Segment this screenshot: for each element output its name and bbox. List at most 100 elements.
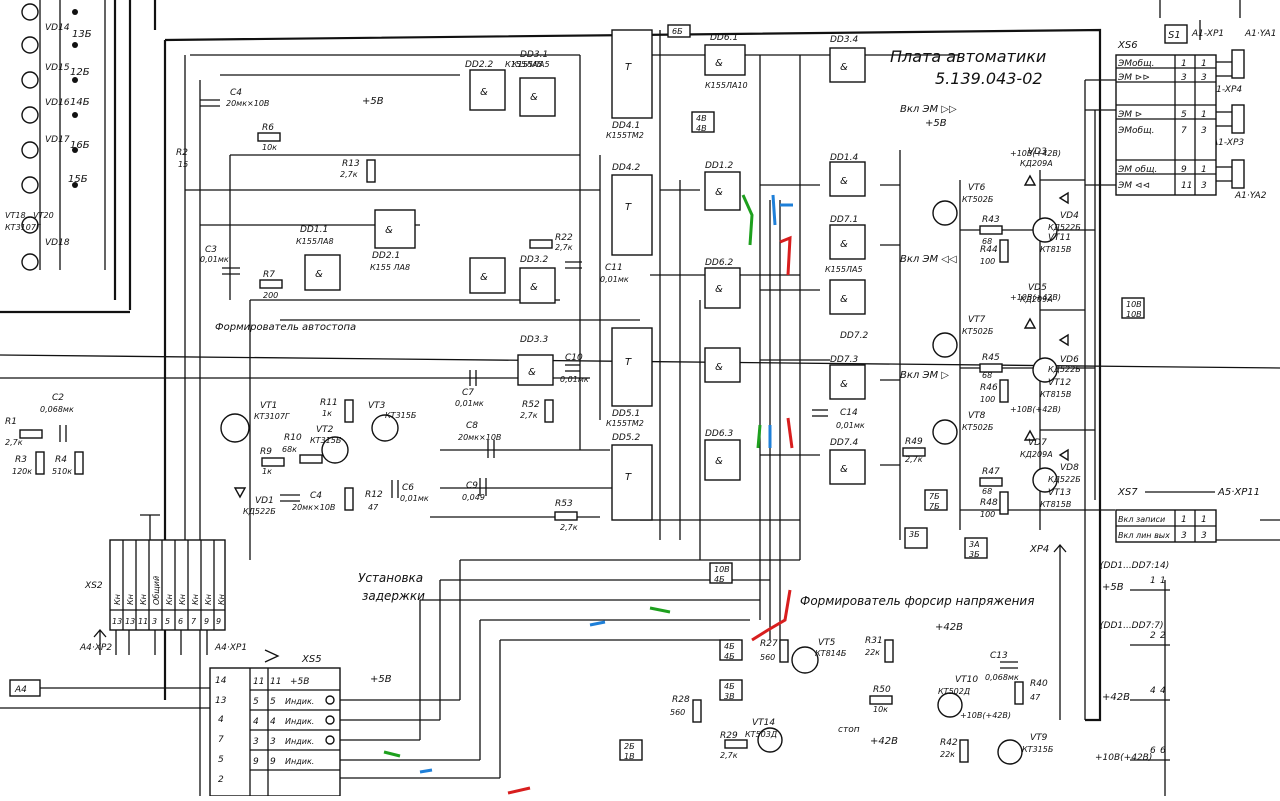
red-mark — [779, 235, 792, 276]
left-led-strip: VD14 VD15 VD16 VD17 VD18 13Б 12Б 14Б 16Б… — [5, 0, 106, 271]
xs7-row-1-label: Вкл лин вых — [1118, 531, 1170, 540]
svg-text:7: 7 — [218, 735, 224, 745]
r3-id: R3 — [15, 455, 27, 465]
vt13-id: VT13 — [1048, 488, 1071, 498]
resistors: R6 10к R2 15 R13 2,7к R7 200 R1 2,7к R3 … — [5, 123, 1048, 763]
xs2-pin-0: 13 — [112, 617, 122, 626]
xs5-row-3-b: 3 — [270, 737, 276, 747]
r7-value: 200 — [263, 291, 278, 300]
vd8-id: VD8 — [1060, 463, 1079, 473]
zaderzhki-label: задержки — [362, 589, 425, 603]
svg-text:&: & — [715, 284, 723, 295]
dd7-3-id: DD7.3 — [830, 355, 858, 365]
xs2-connector: XS2 A4·XP2 13 13 11 3 5 6 7 9 9 Кн Кн Кн… — [79, 514, 226, 655]
tag-7: 2Б — [624, 742, 635, 751]
r48-value: 100 — [980, 510, 995, 519]
c11-value: 0,01мк — [600, 275, 629, 284]
green-mark — [649, 606, 671, 614]
r43-id: R43 — [982, 215, 1000, 225]
xs5-connector: XS5 A4·XP1 14 13 4 7 5 2 11 11 +5В 5 5 И… — [0, 643, 341, 797]
dd3-1-type: К155ЛА5 — [512, 60, 550, 69]
c6-id: C6 — [402, 483, 414, 493]
ustanovka-label: Установка — [358, 571, 423, 585]
svg-text:&: & — [315, 269, 323, 280]
r28-value: 560 — [670, 708, 685, 717]
dd2-2-type: К155ЛА5 — [505, 60, 543, 69]
dd6-3-box — [704, 439, 741, 481]
strip-label-1: 12Б — [70, 67, 90, 78]
xs2-pin-1: 13 — [125, 617, 135, 626]
dd1-1-id: DD1.1 — [300, 225, 328, 235]
vkl-em-3: Вкл ЭМ ▷ — [900, 370, 949, 381]
svg-text:&: & — [840, 239, 848, 250]
r45-id: R45 — [982, 353, 1000, 363]
c3-id: C3 — [205, 245, 217, 255]
a1xp1-label: A1-XP1 — [1191, 29, 1224, 39]
vd6-type: КД522Б — [1048, 365, 1081, 374]
dd2-1-type: К155 ЛА8 — [370, 263, 410, 272]
tag-9: 4Б — [724, 642, 735, 651]
blue-mark — [419, 768, 433, 774]
a1xp3-label: A1-XP3 — [1211, 138, 1244, 148]
c7-value: 0,01мк — [455, 399, 484, 408]
vd7-type: КД209А — [1020, 450, 1053, 459]
vd3-type: КД209А — [1020, 159, 1053, 168]
r46-value: 100 — [980, 395, 995, 404]
tag-boxes: 6Б 4В 4В 10В 10В 7Б 7Б 3А 3Б 2Б 1В 4Б 4Б… — [619, 24, 1145, 761]
r4-id: R4 — [55, 455, 67, 465]
vt8-id: VT8 — [968, 411, 986, 421]
plus10v-mid: +10В(+42В) — [1010, 293, 1061, 302]
svg-text:&: & — [385, 225, 393, 236]
vd6-id: VD6 — [1060, 355, 1079, 365]
green-mark — [383, 750, 401, 758]
r49-value: 2,7к — [905, 455, 923, 464]
xs6-row-4-a: 9 — [1181, 165, 1187, 175]
r1-id: R1 — [5, 417, 17, 427]
xs5-name: XS5 — [301, 654, 322, 665]
tag-16: 4Б — [714, 575, 725, 584]
svg-text:&: & — [715, 362, 723, 373]
dd5-1-type: К155ТМ2 — [606, 419, 644, 428]
xs5-row-3-a: 3 — [253, 737, 259, 747]
svg-text:&: & — [715, 58, 723, 69]
c4-value: 20мк×10В — [292, 503, 335, 512]
dd3-2-id: DD3.2 — [520, 255, 548, 265]
xs6-row-1-a: 3 — [1181, 73, 1187, 83]
xs2-label-5: Кн — [178, 594, 187, 605]
title-line-1: Плата автоматики — [890, 47, 1046, 66]
dd3-4-id: DD3.4 — [830, 35, 858, 45]
xs5-row-1-a: 5 — [253, 697, 259, 707]
strip-label-4: 15Б — [68, 174, 88, 185]
a5xp11-label: A5·XP11 — [1217, 487, 1260, 498]
dd7-3-box — [829, 364, 866, 400]
vt9-id: VT9 — [1030, 733, 1048, 743]
c7-id: C7 — [462, 388, 474, 398]
red-mark — [786, 417, 794, 449]
dd4-1-id: DD4.1 — [612, 121, 640, 131]
xs6-row-2-a: 5 — [1181, 110, 1187, 120]
dd3-2-box — [519, 267, 556, 304]
rail-plus10v: +10В(+42В) — [1095, 753, 1152, 763]
vt18-20-label: VT18...VT20 — [5, 211, 54, 220]
svg-text:&: & — [528, 367, 536, 378]
svg-text:&: & — [840, 176, 848, 187]
r11-value: 1к — [322, 409, 332, 418]
dd-pwr-14: (DD1...DD7:14) — [1100, 561, 1169, 571]
vt14-type: КТ503Д — [745, 730, 777, 739]
xs6-row-0-label: ЭМобщ. — [1117, 59, 1154, 69]
xs2-pin-3: 3 — [152, 617, 157, 626]
xs6-row-5-a: 11 — [1181, 181, 1192, 191]
vt2-id: VT2 — [316, 425, 334, 435]
vd16-label: VD16 — [45, 98, 70, 108]
dd6-1-id: DD6.1 — [710, 33, 738, 43]
s1-box — [1164, 24, 1188, 44]
capacitors: C4 20мк×10В C3 0,01мк C2 0,068мк C4 20мк… — [40, 88, 1019, 682]
rail-pin-g: 6 — [1150, 746, 1156, 756]
c4-top-value: 20мк×10В — [226, 99, 269, 108]
r13-id: R13 — [342, 159, 360, 169]
r52-id: R52 — [522, 400, 540, 410]
r27-id: R27 — [760, 639, 778, 649]
dd7-1-type: К155ЛА5 — [825, 265, 863, 274]
r6-value: 10к — [262, 143, 277, 152]
